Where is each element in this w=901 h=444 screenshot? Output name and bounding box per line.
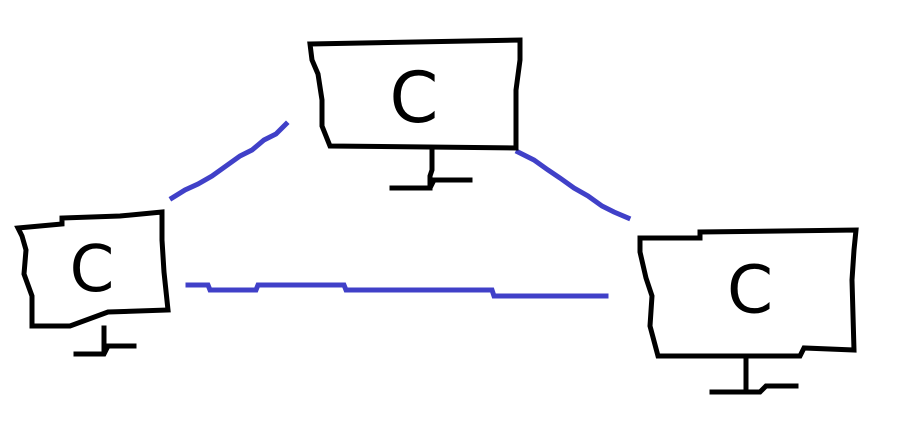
link-left-top	[168, 120, 290, 202]
computer-label: C	[727, 252, 773, 329]
computer-label: C	[70, 233, 115, 307]
computer-label: C	[390, 57, 439, 139]
computer-left: C	[14, 209, 171, 357]
monitor-stand	[709, 357, 799, 395]
links	[168, 120, 632, 299]
link-left-right	[185, 282, 609, 299]
monitor-screen	[14, 209, 171, 329]
monitor-screen	[307, 37, 523, 151]
computer-right: C	[637, 227, 859, 395]
monitor-screen	[637, 227, 859, 359]
monitor-stand	[389, 147, 473, 191]
link-top-right	[514, 148, 632, 222]
computer-top: C	[307, 37, 523, 191]
monitor-stand	[73, 325, 137, 357]
